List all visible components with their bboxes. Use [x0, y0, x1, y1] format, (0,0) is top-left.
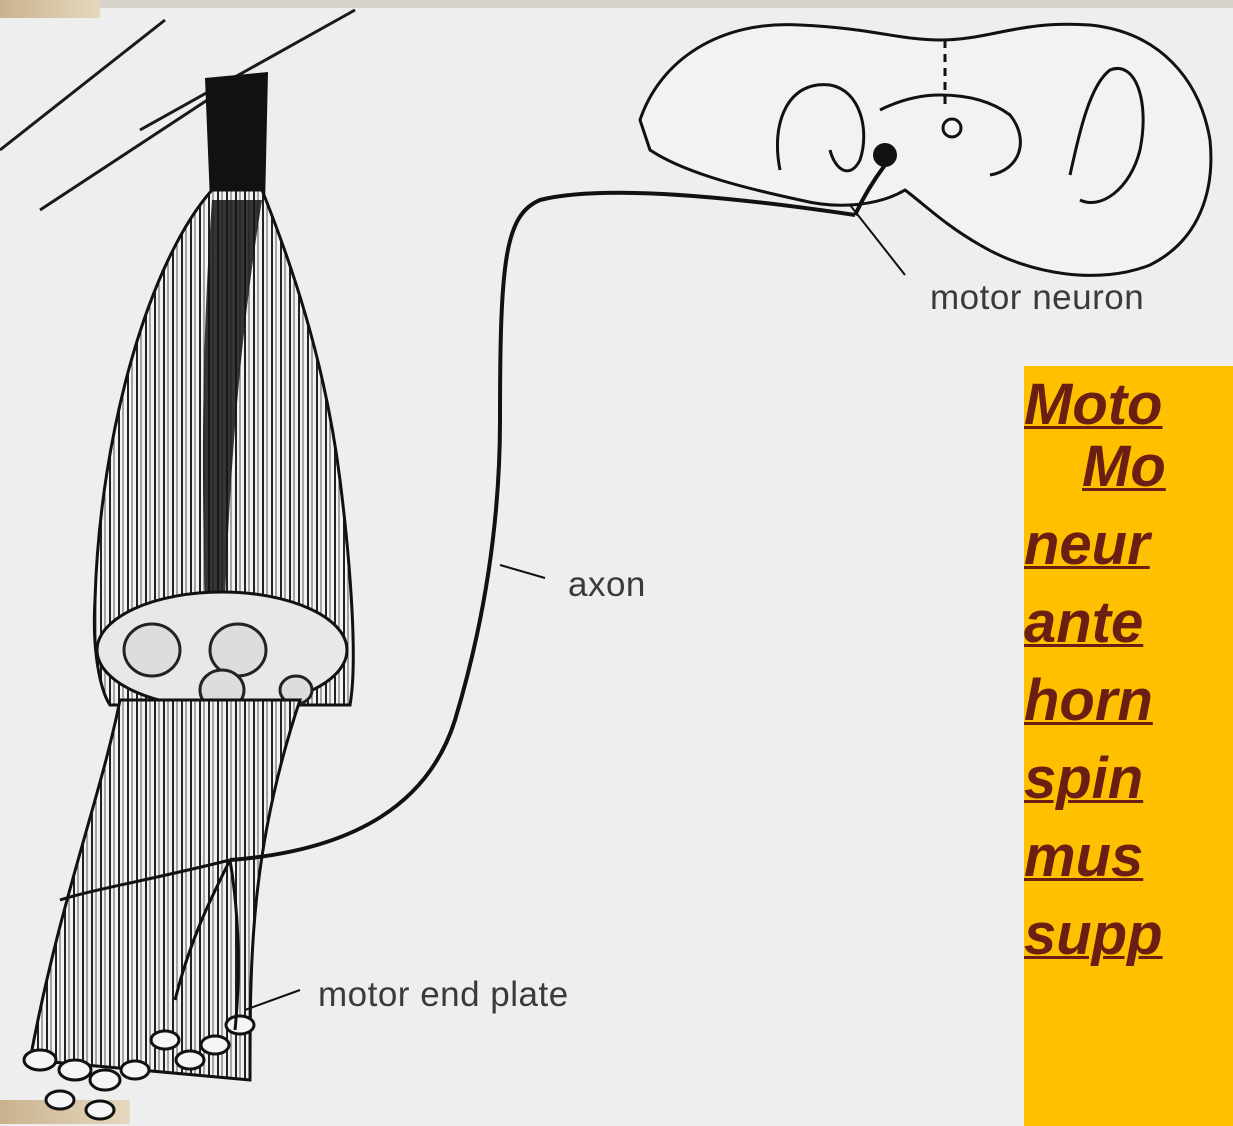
caption-line: Mo	[1082, 436, 1233, 498]
fascicle-1	[124, 624, 180, 676]
caption-line: Moto	[1024, 374, 1233, 436]
caption-line: mus	[1024, 826, 1233, 888]
fascicle-2	[210, 624, 266, 676]
axon-leader	[500, 565, 545, 578]
motor-neuron-cell-body	[873, 143, 897, 167]
label-motor-neuron: motor neuron	[930, 278, 1144, 318]
bone-line-1	[0, 20, 165, 150]
label-axon: axon	[568, 565, 646, 605]
motor-neuron-leader	[850, 205, 905, 275]
bone-line-2	[40, 95, 215, 210]
caption-line: horn	[1024, 670, 1233, 732]
spinal-cord-outline	[640, 24, 1211, 275]
caption-box: Moto Mo neur ante horn spin mus supp	[1024, 366, 1233, 1126]
fiber-bundle	[30, 700, 300, 1080]
label-motor-end-plate: motor end plate	[318, 975, 569, 1015]
caption-line: spin	[1024, 748, 1233, 810]
caption-line: neur	[1024, 514, 1233, 576]
caption-line: supp	[1024, 904, 1233, 966]
caption-line: ante	[1024, 592, 1233, 654]
end-plate-leader	[245, 990, 300, 1010]
